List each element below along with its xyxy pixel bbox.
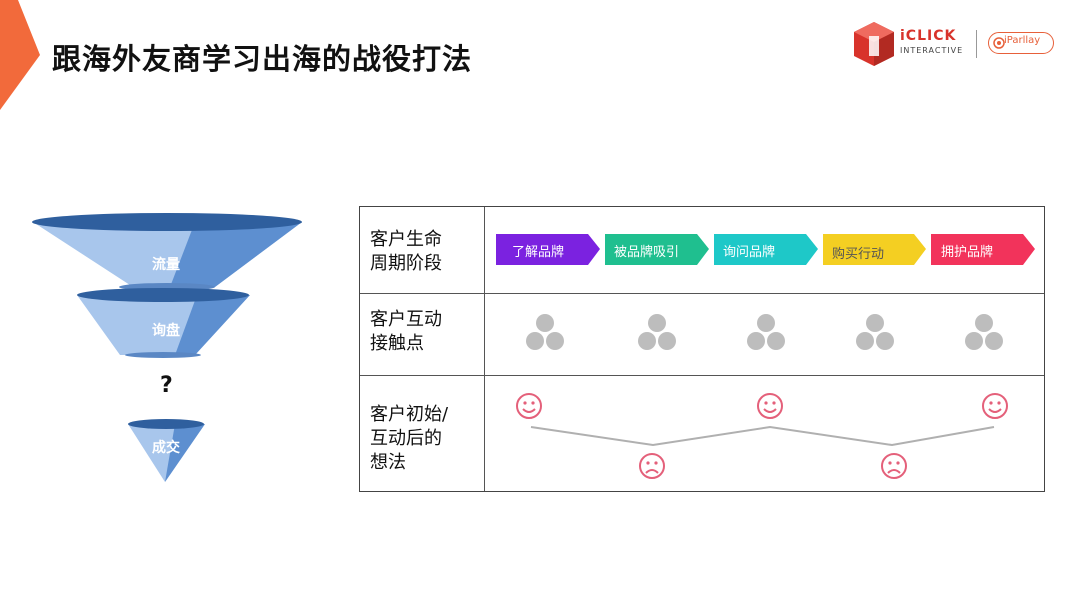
row-label-touchpoints: 客户互动 接触点 [370,309,442,354]
funnel-label-deal: 成交 [152,440,180,456]
corner-accent [0,0,40,110]
funnel-layer-middle [77,288,250,358]
iparllay-logo-frame [988,32,1054,54]
frown-icon [881,453,907,479]
customer-journey-table: 客户生命 周期阶段 客户互动 接触点 客户初始/ 互动后的 想法 [359,206,1045,492]
stage-arrow-2 [605,234,709,265]
iclick-logo-icon [854,22,894,66]
stage-arrow-3 [714,234,818,265]
people-group-icon [965,314,1003,350]
funnel-layer-bottom [128,419,205,482]
iparllay-logo-text: iParllay [1004,35,1041,46]
stage-label-1: 了解品牌 [512,245,565,260]
stage-arrow-5 [931,234,1035,265]
mood-line [530,425,995,447]
iclick-logo-subtext: INTERACTIVE [900,46,964,55]
row-label-lifecycle: 客户生命 周期阶段 [370,229,442,274]
logo-area: iCLICK INTERACTIVE iParllay [852,20,1062,70]
stage-label-3: 询问品牌 [723,245,776,260]
funnel-layer-top [32,213,302,291]
table-row-divider [360,293,1044,294]
people-group-icon [747,314,785,350]
table-row-divider [360,375,1044,376]
funnel-label-inquiry: 询盘 [152,323,180,339]
smile-icon [757,393,783,419]
logo-separator [976,30,977,58]
smile-icon [516,393,542,419]
people-group-icon [526,314,564,350]
people-group-icon [856,314,894,350]
funnel-label-traffic: 流量 [152,257,180,273]
people-group-icon [638,314,676,350]
iparllay-logo-icon [993,37,1005,49]
stage-label-5: 拥护品牌 [941,245,994,260]
funnel-diagram [32,213,302,482]
stage-arrow-4 [823,234,926,265]
row-label-thoughts: 客户初始/ 互动后的 想法 [370,404,449,473]
stage-label-4: 购买行动 [832,247,885,262]
table-column-divider [484,207,485,491]
frown-icon [639,453,665,479]
table-graphics [496,234,1035,479]
stage-arrow-1 [496,234,600,265]
stage-label-2: 被品牌吸引 [614,245,680,260]
question-mark: ? [160,373,173,398]
iclick-logo-text: iCLICK [900,28,957,44]
slide-title: 跟海外友商学习出海的战役打法 [52,42,473,76]
smile-icon [982,393,1008,419]
